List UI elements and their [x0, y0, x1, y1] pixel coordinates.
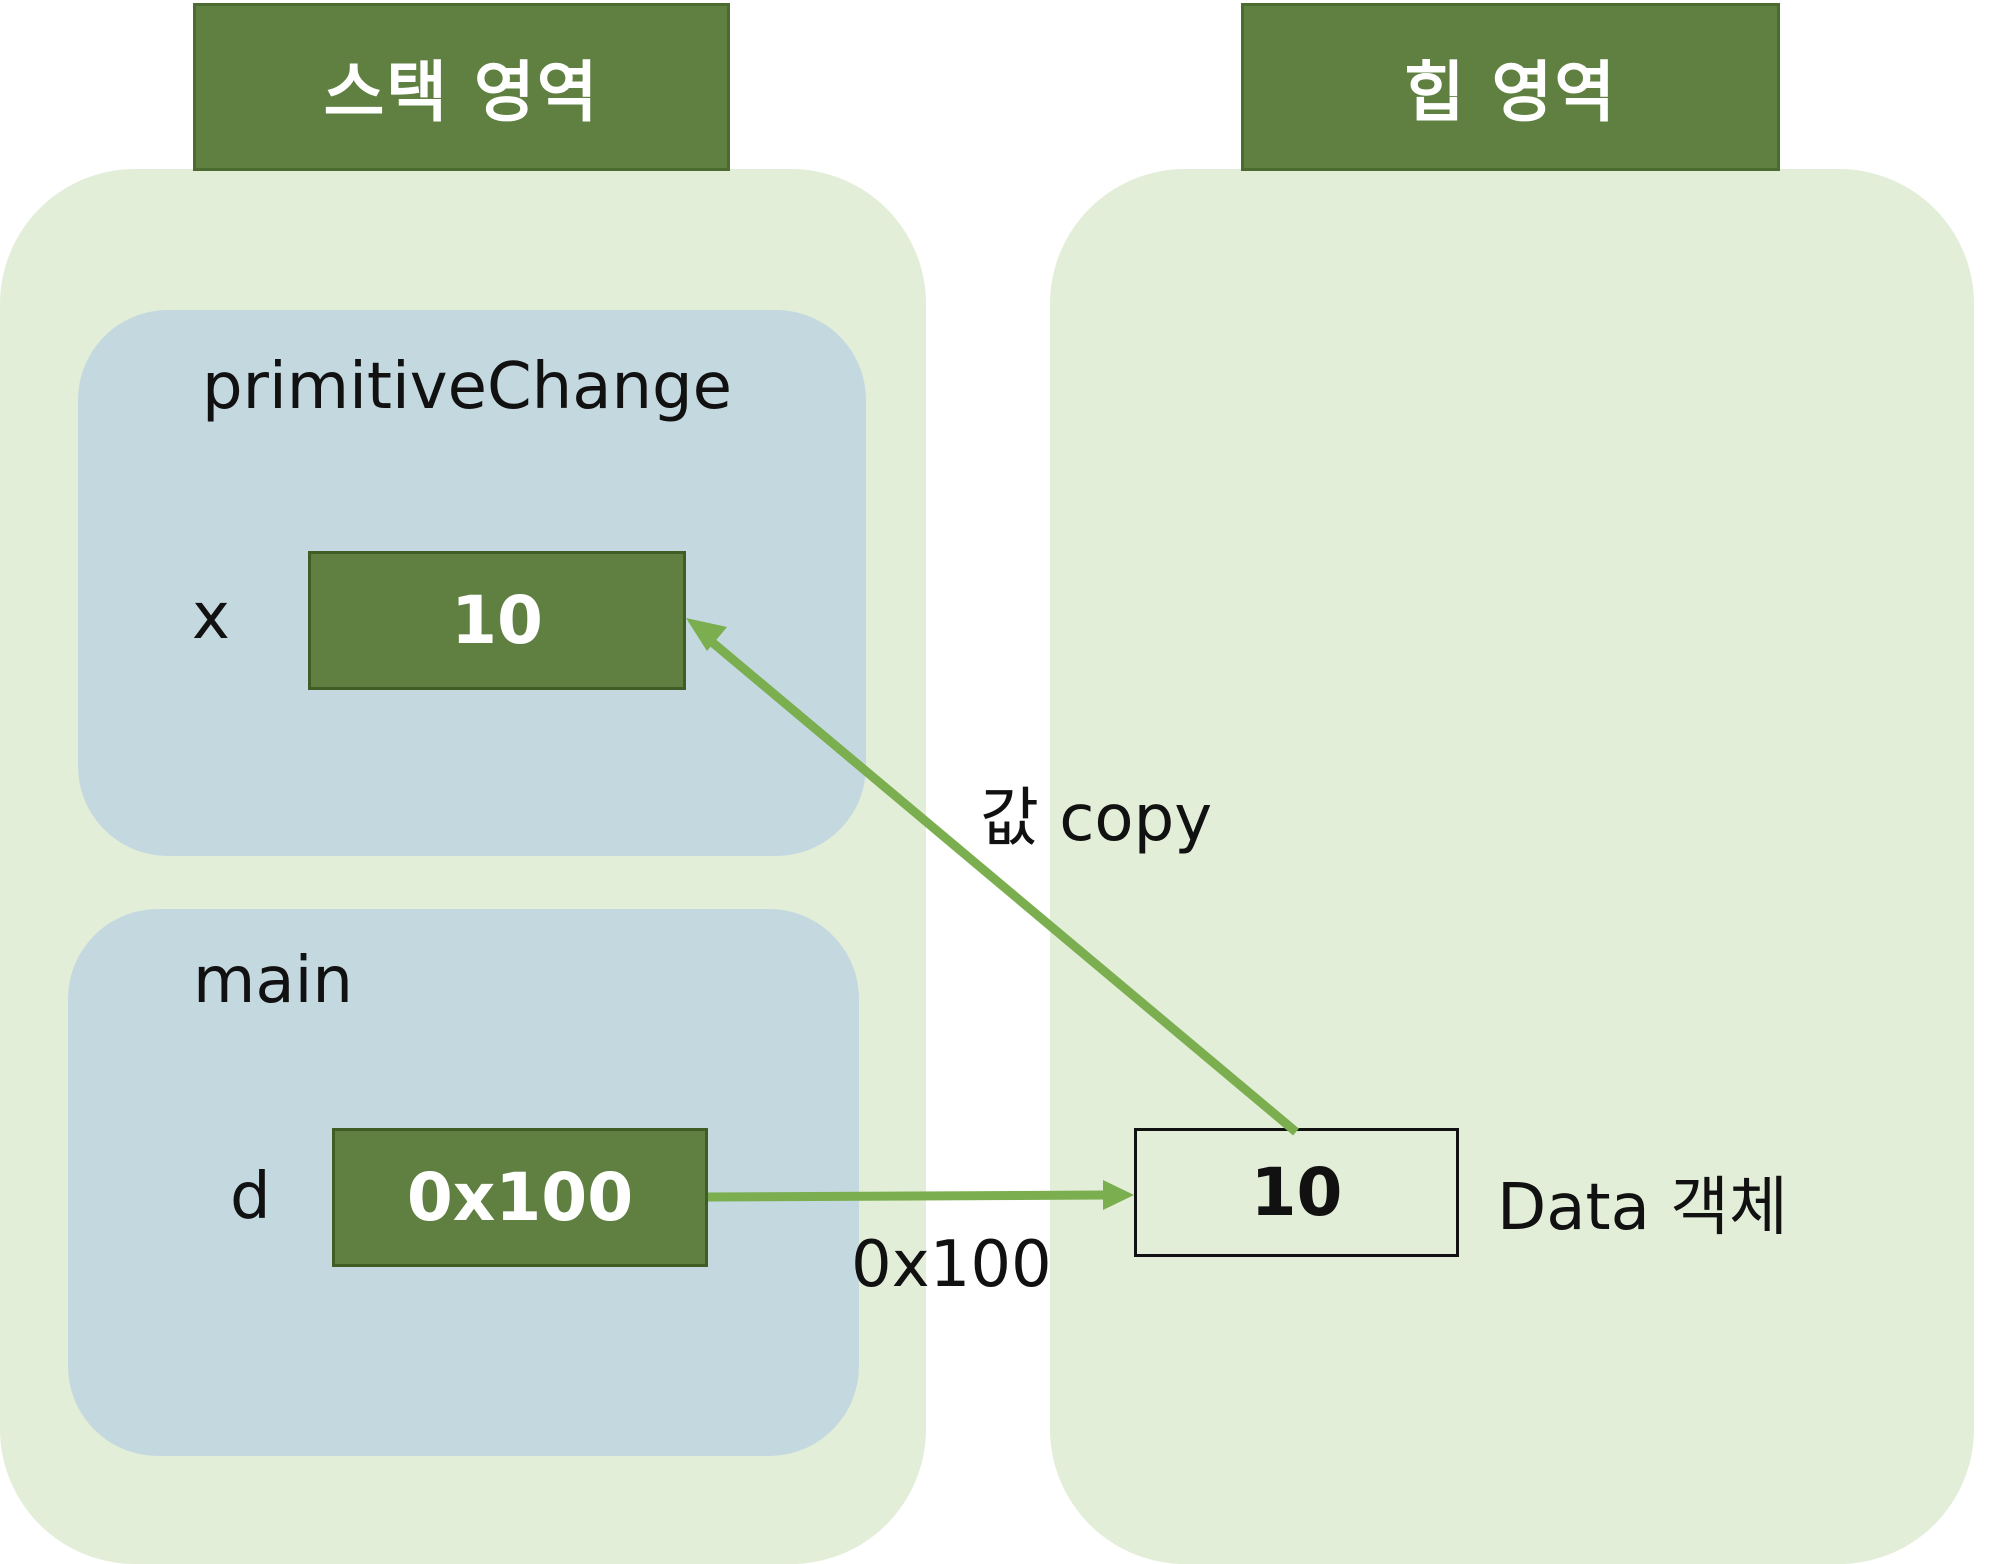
variable-d-value: 0x100 [332, 1128, 708, 1267]
variable-label-d: d [230, 1160, 271, 1234]
heap-region-title: 힙 영역 [1241, 3, 1780, 171]
reference-arrowhead [1103, 1180, 1134, 1210]
value-copy-label: 값 copy [980, 782, 1213, 856]
heap-data-object: 10 [1134, 1128, 1459, 1257]
heap-region [1050, 169, 1974, 1564]
variable-x-value: 10 [308, 551, 686, 690]
frame-title: main [193, 944, 353, 1018]
stack-region-title: 스택 영역 [193, 3, 730, 171]
heap-object-label: Data 객체 [1497, 1171, 1788, 1245]
value-copy-arrowhead [686, 618, 727, 651]
reference-address-label: 0x100 [851, 1228, 1052, 1302]
reference-arrow [707, 1190, 1107, 1202]
variable-label-x: x [192, 580, 230, 654]
frame-title: primitiveChange [202, 350, 732, 424]
value-copy-arrow [703, 633, 1299, 1136]
